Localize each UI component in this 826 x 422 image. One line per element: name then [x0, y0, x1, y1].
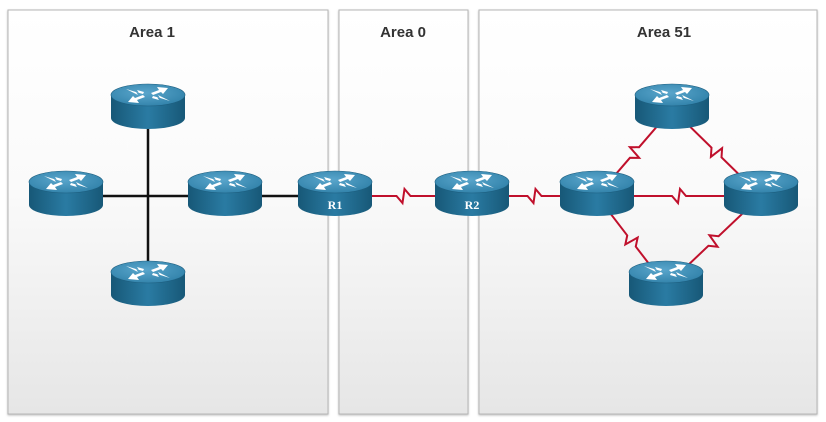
router-top [28, 170, 104, 194]
serial-link [665, 195, 762, 287]
router-a51-left[interactable] [559, 170, 635, 216]
router-arrow [670, 272, 688, 278]
router-r1[interactable]: R1 [297, 170, 373, 216]
router-top [110, 83, 186, 107]
router-top [723, 170, 799, 194]
area-title-area0: Area 0 [380, 24, 426, 41]
router-arrow [152, 272, 170, 278]
router-r2[interactable]: R2 [434, 170, 510, 216]
router-a51-right[interactable] [723, 170, 799, 216]
router-arrows-icon [650, 87, 694, 103]
router-arrow [229, 182, 247, 188]
router-arrow [646, 272, 663, 280]
router-top [434, 170, 510, 194]
router-arrow [675, 87, 692, 95]
router-arrow [764, 174, 781, 182]
router-arrow [650, 89, 668, 95]
router-arrow [46, 182, 63, 190]
router-arrow [128, 95, 145, 103]
router-arrow [601, 182, 619, 188]
router-arrow [452, 182, 469, 190]
router-arrow [741, 182, 758, 190]
router-arrow [44, 176, 62, 182]
router-arrows-icon [313, 174, 357, 190]
serial-link [472, 186, 597, 206]
router-label: R2 [465, 198, 480, 212]
router-top [110, 260, 186, 284]
router-arrow [652, 95, 669, 103]
area-title-area51: Area 51 [637, 24, 691, 41]
router-arrow [476, 182, 494, 188]
router-arrow [644, 266, 662, 272]
router-a1-bottom[interactable] [110, 260, 186, 306]
router-arrow [577, 182, 594, 190]
router-arrows-icon [739, 174, 783, 190]
router-arrow [69, 174, 86, 182]
router-arrow [203, 176, 221, 182]
router-top [559, 170, 635, 194]
router-arrow [450, 176, 468, 182]
router-arrow [126, 266, 144, 272]
router-arrows-icon [644, 264, 688, 280]
routers-layer: R1 R2 [28, 83, 799, 306]
router-arrow [128, 272, 145, 280]
router-a51-top[interactable] [634, 83, 710, 129]
router-arrow [575, 176, 593, 182]
serial-link [596, 195, 667, 287]
area-title-area1: Area 1 [129, 24, 175, 41]
router-top [297, 170, 373, 194]
router-arrows-icon [203, 174, 247, 190]
router-top [628, 260, 704, 284]
router-arrow [205, 182, 222, 190]
serial-link [596, 108, 673, 197]
serial-link [597, 186, 761, 206]
router-arrow [126, 89, 144, 95]
router-arrows-icon [44, 174, 88, 190]
router-top [634, 83, 710, 107]
router-arrow [475, 174, 492, 182]
router-arrow [151, 87, 168, 95]
router-arrow [339, 182, 357, 188]
router-a1-top[interactable] [110, 83, 186, 129]
router-arrow [338, 174, 355, 182]
router-arrows-icon [126, 264, 170, 280]
router-arrow [669, 264, 686, 272]
router-arrow [600, 174, 617, 182]
router-top [187, 170, 263, 194]
router-arrow [739, 176, 757, 182]
serial-link [335, 186, 472, 206]
router-arrow [765, 182, 783, 188]
router-a51-bottom[interactable] [628, 260, 704, 306]
router-arrows-icon [126, 87, 170, 103]
router-a1-center[interactable] [187, 170, 263, 216]
router-arrow [315, 182, 332, 190]
router-arrow [152, 95, 170, 101]
router-label: R1 [328, 198, 343, 212]
router-arrows-icon [575, 174, 619, 190]
router-arrows-icon [450, 174, 494, 190]
router-arrow [313, 176, 331, 182]
router-arrow [676, 95, 694, 101]
router-arrow [70, 182, 88, 188]
router-arrow [151, 264, 168, 272]
serial-link [671, 108, 762, 197]
router-a1-left[interactable] [28, 170, 104, 216]
router-arrow [228, 174, 245, 182]
